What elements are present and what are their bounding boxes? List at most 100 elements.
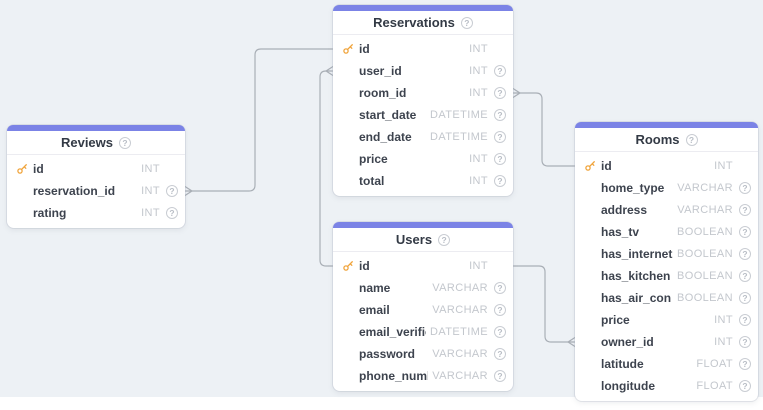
field-comment-icon[interactable]: ? (739, 314, 751, 326)
table-comment-icon[interactable]: ? (685, 133, 698, 146)
field-row-price[interactable]: price INT ? (575, 309, 758, 331)
field-row-home_type[interactable]: home_type VARCHAR ? (575, 177, 758, 199)
table-comment-icon[interactable]: ? (438, 233, 451, 246)
field-row-room_id[interactable]: room_id INT ? (333, 82, 513, 104)
field-comment-icon[interactable]: ? (494, 370, 506, 382)
field-row-has_tv[interactable]: has_tv BOOLEAN ? (575, 221, 758, 243)
table-fields: id INT ? home_type VARCHAR ? (575, 152, 758, 401)
field-name: name (359, 281, 391, 295)
key-cell (342, 175, 359, 187)
table-header[interactable]: Rooms ? (575, 128, 758, 152)
field-row-owner_id[interactable]: owner_id INT ? (575, 331, 758, 353)
relationship-rooms-users[interactable] (513, 265, 568, 343)
field-name: has_kitchen (601, 269, 671, 283)
field-type: BOOLEAN (677, 226, 733, 238)
field-row-total[interactable]: total INT ? (333, 170, 513, 192)
table-header[interactable]: Reservations ? (333, 11, 513, 35)
key-cell (342, 348, 359, 360)
table-header[interactable]: Users ? (333, 228, 513, 252)
table-reservations[interactable]: Reservations ? id INT ? (333, 5, 513, 196)
field-comment-icon[interactable]: ? (494, 304, 506, 316)
relationship-reviews-reservations[interactable] (184, 185, 193, 197)
field-type: INT (141, 185, 160, 197)
table-users[interactable]: Users ? id INT ? (333, 222, 513, 391)
relationship-reviews-reservations[interactable] (192, 48, 333, 192)
field-type: DATETIME (430, 326, 488, 338)
field-row-rating[interactable]: rating INT ? (7, 202, 185, 224)
field-comment-icon[interactable]: ? (494, 153, 506, 165)
field-comment-icon[interactable]: ? (739, 248, 751, 260)
table-accent-bar (575, 122, 758, 128)
field-name: room_id (359, 86, 407, 100)
field-row-phone_number[interactable]: phone_number VARCHAR ? (333, 365, 513, 387)
field-row-id[interactable]: id INT ? (333, 255, 513, 277)
field-comment-icon[interactable]: ? (494, 348, 506, 360)
field-row-id[interactable]: id INT ? (333, 38, 513, 60)
field-comment-icon[interactable]: ? (494, 109, 506, 121)
field-row-user_id[interactable]: user_id INT ? (333, 60, 513, 82)
field-name: password (359, 347, 416, 361)
field-row-has_air_con[interactable]: has_air_con BOOLEAN ? (575, 287, 758, 309)
field-row-longitude[interactable]: longitude FLOAT ? (575, 375, 758, 397)
field-row-address[interactable]: address VARCHAR ? (575, 199, 758, 221)
relationship-reservations-users[interactable] (325, 65, 334, 77)
field-type: VARCHAR (432, 304, 488, 316)
field-comment-icon[interactable]: ? (739, 204, 751, 216)
field-comment-icon[interactable]: ? (494, 65, 506, 77)
field-row-has_internet[interactable]: has_internet BOOLEAN ? (575, 243, 758, 265)
field-comment-icon[interactable]: ? (166, 207, 178, 219)
field-row-email_verified_at[interactable]: email_verified_at DATETIME ? (333, 321, 513, 343)
relationship-reservations-rooms[interactable] (512, 87, 521, 99)
table-fields: id INT ? user_id INT ? (333, 35, 513, 196)
field-comment-icon[interactable]: ? (739, 358, 751, 370)
page-bottom-strip (0, 397, 763, 410)
field-comment-icon[interactable]: ? (494, 175, 506, 187)
relationship-reservations-users[interactable] (319, 70, 333, 267)
field-row-id[interactable]: id INT ? (575, 155, 758, 177)
field-comment-icon[interactable]: ? (739, 292, 751, 304)
field-name: end_date (359, 130, 412, 144)
relationship-reservations-rooms[interactable] (520, 92, 575, 167)
table-reviews[interactable]: Reviews ? id INT ? (7, 125, 185, 228)
field-name: home_type (601, 181, 665, 195)
field-row-latitude[interactable]: latitude FLOAT ? (575, 353, 758, 375)
field-comment-icon[interactable]: ? (494, 282, 506, 294)
field-row-end_date[interactable]: end_date DATETIME ? (333, 126, 513, 148)
table-comment-icon[interactable]: ? (119, 136, 132, 149)
field-row-email[interactable]: email VARCHAR ? (333, 299, 513, 321)
key-cell (584, 270, 601, 282)
field-type: INT (714, 336, 733, 348)
table-header[interactable]: Reviews ? (7, 131, 185, 155)
table-rooms[interactable]: Rooms ? id INT ? (575, 122, 758, 401)
primary-key-icon (17, 164, 27, 174)
field-name: id (33, 162, 44, 176)
field-name: start_date (359, 108, 417, 122)
field-comment-icon[interactable]: ? (739, 380, 751, 392)
field-comment-icon[interactable]: ? (494, 131, 506, 143)
field-comment-icon[interactable]: ? (494, 326, 506, 338)
field-name: email_verified_at (359, 325, 426, 339)
field-comment-icon[interactable]: ? (739, 270, 751, 282)
field-row-password[interactable]: password VARCHAR ? (333, 343, 513, 365)
field-name: has_air_con (601, 291, 672, 305)
field-row-id[interactable]: id INT ? (7, 158, 185, 180)
field-comment-icon[interactable]: ? (739, 336, 751, 348)
field-row-start_date[interactable]: start_date DATETIME ? (333, 104, 513, 126)
table-comment-icon[interactable]: ? (460, 16, 473, 29)
field-comment-icon[interactable]: ? (166, 185, 178, 197)
field-name: email (359, 303, 390, 317)
field-type: VARCHAR (677, 182, 733, 194)
field-row-reservation_id[interactable]: reservation_id INT ? (7, 180, 185, 202)
field-name: phone_number (359, 369, 428, 383)
field-comment-icon[interactable]: ? (739, 182, 751, 194)
field-comment-icon[interactable]: ? (494, 87, 506, 99)
field-comment-icon[interactable]: ? (739, 226, 751, 238)
field-row-has_kitchen[interactable]: has_kitchen BOOLEAN ? (575, 265, 758, 287)
key-cell (342, 260, 359, 272)
key-cell (584, 314, 601, 326)
field-row-name[interactable]: name VARCHAR ? (333, 277, 513, 299)
field-row-price[interactable]: price INT ? (333, 148, 513, 170)
field-type: VARCHAR (432, 348, 488, 360)
relationship-rooms-users[interactable] (567, 336, 576, 348)
